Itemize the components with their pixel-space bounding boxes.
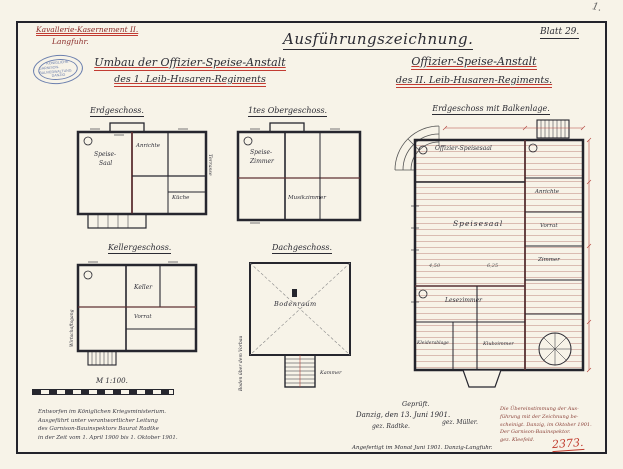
room-label: Klubzimmer (483, 341, 514, 347)
scale-label: M 1:100. (96, 377, 128, 385)
balkenlage-title-text: Erdgeschoss mit Balkenlage. (432, 104, 550, 115)
left-title-text2: des 1. Leib-Husaren-Regiments (114, 74, 266, 87)
dachgeschoss-plan-drawing (249, 262, 351, 388)
kellergeschoss-title-text: Kellergeschoss. (108, 243, 172, 254)
kellergeschoss-floor-plan: Keller Vorrat Wirtschaftsgang (68, 255, 218, 375)
note-line: in der Zeit vom 1. April 1900 bis 1. Okt… (38, 434, 178, 441)
main-title-text: Ausführungszeichnung. (283, 30, 474, 50)
bay-window (462, 369, 502, 388)
sheet-number: Blatt 29. (540, 27, 580, 39)
obergeschoss-plan-drawing (236, 122, 362, 224)
office-stamp-text: KÖNIGLICHE GARNISON-BAUVERWALTUNG DANZIG (37, 57, 79, 82)
stamp-line3: DANZIG (51, 72, 66, 78)
dimension-label: 4,50 (429, 263, 441, 269)
terrace-outline (87, 213, 147, 229)
side-label: Wirtschaftsgang (70, 309, 75, 347)
room-label: Lesezimmer (445, 297, 483, 304)
room-number-circle (528, 143, 538, 153)
room-number-circle (418, 289, 428, 299)
obergeschoss-floor-plan: Speise- Zimmer Musikzimmer (230, 118, 370, 243)
room-label: Offizier-Speisesaal (435, 145, 492, 152)
certification-line: scheinigt. Danzig, im Oktober 1901. (500, 421, 592, 428)
left-title-line2: des 1. Leib-Husaren-Regiments (86, 74, 294, 87)
dimension-label: 6,25 (487, 263, 499, 269)
room-number-circle (83, 270, 93, 280)
room-label: Vorrat (134, 314, 152, 320)
certification-block: Die Übereinstimmung der Aus- führung mit… (500, 406, 600, 445)
room-label: Zimmer (538, 257, 560, 263)
room-label: Speisesaal (453, 219, 504, 228)
side-label: Terrasse (207, 154, 213, 176)
room-number-circle (243, 136, 253, 146)
room-label: Keller (134, 284, 153, 291)
room-label: Speise- (250, 149, 273, 156)
right-title-text2: des II. Leib-Husaren-Regiments. (395, 75, 553, 88)
right-title-line2: des II. Leib-Husaren-Regiments. (378, 75, 570, 88)
room-label: Musikzimmer (288, 195, 327, 201)
signature-1: gez. Radtke. (372, 423, 410, 430)
room-label: Speise- (94, 151, 117, 158)
erdgeschoss-plan-drawing (76, 122, 208, 229)
signature-2: gez. Müller. (442, 419, 478, 426)
construction-notes: Entworfen im Königlichen Kriegsministeri… (38, 408, 218, 442)
room-number-circle (83, 136, 93, 146)
kellergeschoss-plan-title: Kellergeschoss. (108, 243, 172, 254)
unit-designation-line1: Kavallerie-Kasernement II. (36, 25, 139, 36)
room-label: Zimmer (250, 158, 274, 165)
sheet-number-text: Blatt 29. (540, 27, 580, 39)
right-title-line1: Offizier-Speise-Anstalt (378, 55, 570, 70)
room-label: Küche (172, 195, 190, 201)
cellar-stair (87, 350, 117, 366)
dachgeschoss-floor-plan: Bodenraum Kammer Boden über dem Vorbau (239, 255, 365, 395)
erdgeschoss-floor-plan: Speise- Saal Anrichte Küche Terrasse (70, 118, 220, 243)
obergeschoss-title-text: 1tes Obergeschoss. (248, 106, 328, 117)
balkenlage-floor-plan: Offizier-Speisesaal Speisesaal Anrichte … (385, 116, 597, 396)
bottom-note: Angefertigt im Monat Juni 1901. Danzig-L… (352, 445, 493, 451)
unit-designation-text1: Kavallerie-Kasernement II. (36, 25, 139, 36)
terrace-steps (394, 125, 440, 171)
room-label: Kammer (320, 370, 342, 376)
room-label: Anrichte (535, 189, 559, 195)
dimension-chain (442, 125, 592, 373)
certification-line: führung mit der Zeichnung be- (500, 413, 579, 420)
note-line: Ausgeführt unter verantwortlicher Leitun… (38, 417, 158, 424)
upper-stair (536, 119, 570, 139)
balkenlage-plan-drawing (394, 119, 592, 388)
room-label: Saal (99, 160, 113, 167)
right-title-text1: Offizier-Speise-Anstalt (411, 55, 537, 70)
scale-bar (32, 389, 174, 395)
dachgeschoss-title-text: Dachgeschoss. (272, 243, 332, 254)
balkenlage-plan-title: Erdgeschoss mit Balkenlage. (400, 104, 582, 115)
left-title-line1: Umbau der Offizier-Speise-Anstalt (86, 56, 294, 71)
spiral-staircase (538, 332, 572, 366)
certification-line: Der Garnison-Bauinspektor. (500, 429, 571, 436)
room-label: Bodenraum (274, 300, 317, 308)
room-number-circle (418, 145, 428, 155)
room-label: Vorrat (540, 223, 558, 229)
certification-line: Die Übereinstimmung der Aus- (500, 406, 579, 412)
registry-number: 2373. (551, 435, 584, 453)
certification-line: gez. Kleefeld. (500, 437, 535, 443)
corner-annotation: 1. (590, 1, 603, 14)
left-title-text1: Umbau der Offizier-Speise-Anstalt (94, 56, 286, 71)
note-line: des Garnison-Bauinspektors Baurat Radtke (38, 426, 159, 433)
approval-note: Geprüft. (402, 400, 430, 408)
room-label: Kleiderablage (417, 341, 449, 346)
date-line: Danzig, den 13. Juni 1901. (356, 411, 451, 419)
unit-designation-line2: Langfuhr. (52, 37, 89, 46)
erdgeschoss-plan-title: Erdgeschoss. (90, 106, 144, 117)
room-label: Anrichte (136, 143, 160, 149)
kellergeschoss-plan-drawing (76, 261, 198, 366)
obergeschoss-plan-title: 1tes Obergeschoss. (248, 106, 328, 117)
note-line: Entworfen im Königlichen Kriegsministeri… (38, 409, 167, 415)
window-marks (411, 205, 419, 303)
main-title: Ausführungszeichnung. (283, 30, 474, 50)
sheet-border (16, 21, 607, 454)
chimney (292, 289, 297, 297)
side-label: Boden über dem Vorbau (239, 335, 244, 391)
erdgeschoss-title-text: Erdgeschoss. (90, 106, 144, 117)
dachgeschoss-plan-title: Dachgeschoss. (272, 243, 332, 254)
